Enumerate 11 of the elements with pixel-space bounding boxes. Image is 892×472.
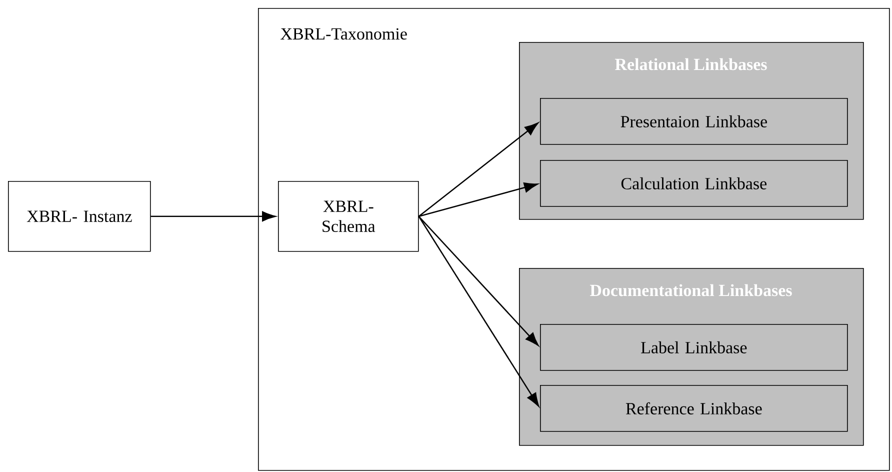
arrow — [418, 216, 539, 346]
arrow — [418, 122, 538, 217]
arrow — [418, 216, 540, 407]
process-box: XBRL- Instanz — [8, 181, 151, 252]
arrow — [150, 211, 276, 222]
process-box: XBRL- Schema — [278, 181, 419, 252]
process-box: Calculation Linkbase — [540, 160, 848, 207]
process-box: Presentaion Linkbase — [540, 98, 848, 145]
process-box: Label Linkbase — [540, 324, 848, 371]
arrow — [418, 182, 538, 218]
process-box: Reference Linkbase — [540, 385, 848, 432]
